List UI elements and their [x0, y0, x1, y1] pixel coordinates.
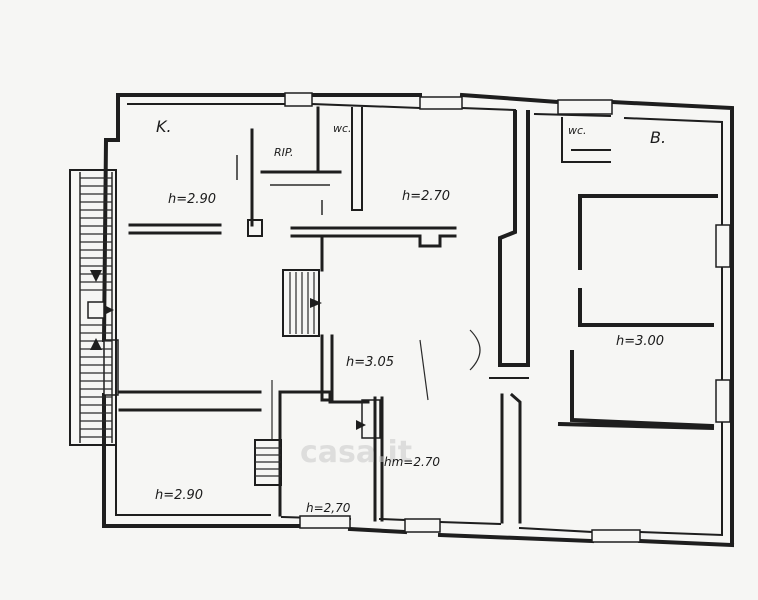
height-label-hall: h=3.05 — [346, 355, 394, 370]
wall-bottom-left-room — [118, 390, 262, 412]
wall-right-room-1 — [578, 194, 718, 327]
window — [299, 515, 351, 529]
arrow-up-icon — [90, 338, 102, 350]
outer-wall — [101, 92, 735, 548]
window — [715, 379, 731, 423]
room-letter-bath: B. — [650, 128, 666, 147]
arrow-down-icon — [90, 270, 102, 282]
window — [557, 99, 613, 115]
height-label-kitchen: h=2.90 — [168, 192, 216, 207]
window — [404, 518, 441, 533]
arrow-right-icon — [310, 298, 322, 308]
wall-center-bottom — [373, 396, 384, 522]
outer-wall-inner-line — [115, 102, 723, 537]
stair-outline-tiny — [361, 399, 381, 439]
height-label-room-bottom-center: hm=2.70 — [384, 455, 440, 469]
entrance-arrow-icon — [104, 305, 114, 315]
interior-stairs — [254, 269, 381, 486]
wall-bathroom — [561, 117, 611, 163]
room-label-wc: wc. — [333, 122, 352, 135]
wall-kitchen-bottom — [128, 223, 222, 235]
interior-walls — [118, 106, 718, 524]
wall-hall-top — [290, 226, 457, 248]
windows — [103, 92, 731, 543]
wall-hall-left — [320, 234, 334, 402]
window — [284, 92, 313, 107]
detail-lines — [271, 329, 481, 440]
wall-wc — [351, 107, 363, 211]
window — [419, 96, 463, 110]
outer-walls — [101, 92, 735, 548]
wall-right-room-2 — [557, 350, 715, 431]
window — [715, 224, 731, 268]
room-label-storage: RIP. — [274, 146, 294, 159]
entrance-marker — [87, 301, 105, 319]
height-label-room-top: h=2.70 — [402, 189, 450, 204]
room-letter-kitchen: K. — [156, 117, 172, 136]
room-labels: K. B. RIP. wc. wc. h=2.90 h=2.70 h=3.05 … — [155, 117, 666, 515]
wall-center-right — [498, 110, 530, 367]
room-label-wc-bath: wc. — [568, 124, 587, 137]
watermark: casa.it — [300, 435, 412, 470]
arrow-right-icon — [356, 420, 366, 430]
stair-outline — [69, 169, 117, 446]
height-label-room-bottom-small: h=2,70 — [306, 501, 351, 515]
column — [247, 219, 263, 237]
window — [591, 529, 641, 543]
height-label-room-bottom-left: h=2.90 — [155, 488, 203, 503]
height-label-room-right: h=3.00 — [616, 334, 664, 349]
external-stairs — [69, 169, 117, 446]
wall-right-bottom-col — [500, 392, 522, 524]
wall-storage — [250, 106, 342, 227]
detail-lines — [236, 155, 330, 215]
